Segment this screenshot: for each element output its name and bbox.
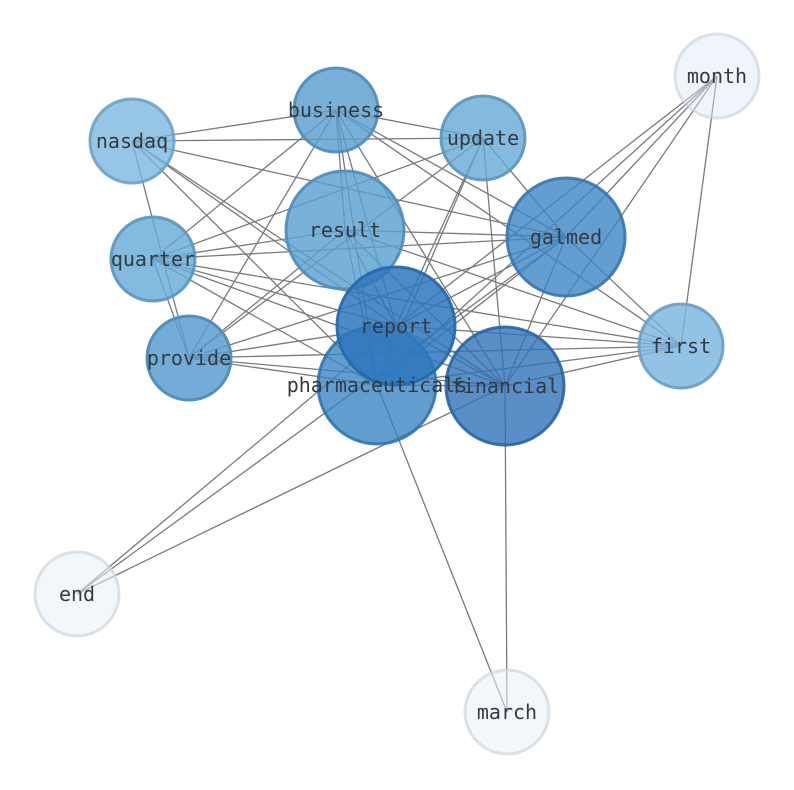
node-label-result: result [309, 218, 381, 242]
node-label-financial: financial [451, 374, 559, 398]
node-nasdaq [88, 97, 176, 185]
node-quarter [109, 215, 197, 303]
node-month [673, 32, 761, 120]
node-label-pharmaceuticals: pharmaceuticals [287, 373, 468, 397]
node-label-nasdaq: nasdaq [96, 129, 168, 153]
edge-financial-end [76, 385, 506, 595]
edge-galmed-end [76, 236, 567, 595]
node-first [637, 302, 725, 390]
node-label-end: end [59, 582, 95, 606]
edge-quarter-financial [152, 258, 506, 387]
node-galmed [505, 176, 627, 298]
node-label-march: march [477, 700, 537, 724]
node-label-business: business [288, 98, 384, 122]
node-label-report: report [360, 314, 432, 338]
nodes-layer [33, 32, 761, 756]
node-label-update: update [447, 126, 519, 150]
node-march [463, 668, 551, 756]
node-end [33, 550, 121, 638]
node-report [335, 265, 457, 387]
node-update [439, 94, 527, 182]
node-label-galmed: galmed [530, 225, 602, 249]
edge-month-first [680, 75, 718, 347]
node-label-first: first [651, 334, 711, 358]
node-financial [444, 325, 566, 447]
labels-layer: month business nasdaq update result galmed qua… [59, 64, 747, 724]
edge-business-provide [188, 109, 337, 359]
node-result [284, 169, 406, 291]
node-label-provide: provide [147, 346, 231, 370]
node-provide [145, 314, 233, 402]
node-label-month: month [687, 64, 747, 88]
node-label-quarter: quarter [111, 247, 195, 271]
node-business [292, 66, 380, 154]
